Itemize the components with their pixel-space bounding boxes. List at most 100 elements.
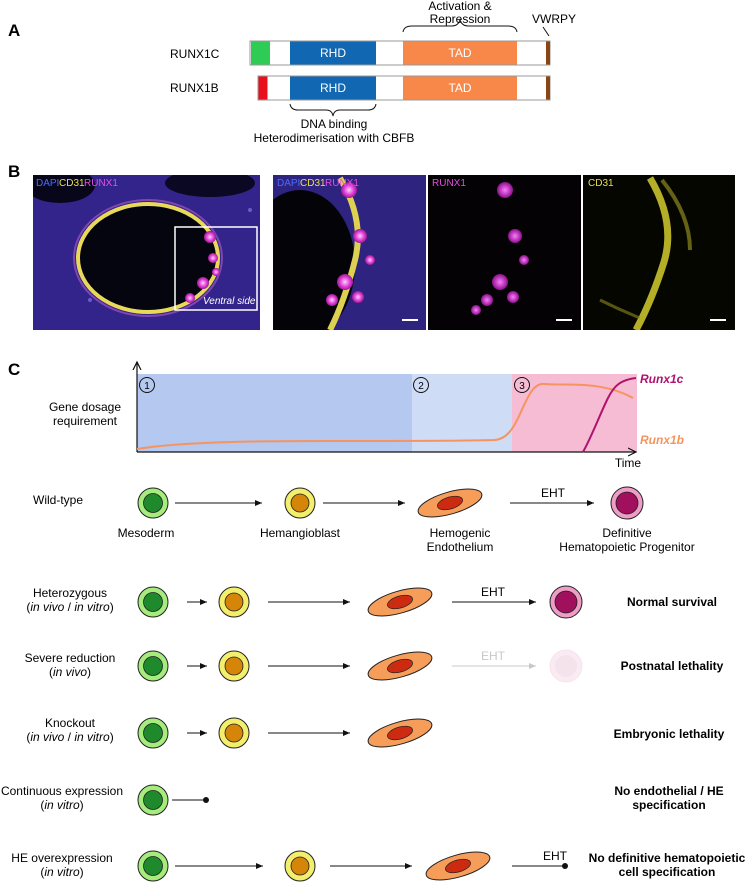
row-condition: (in vivo) [49, 665, 91, 679]
micrograph-merge [273, 175, 426, 330]
protein-name-runx1b: RUNX1B [170, 81, 219, 95]
merge-cd31-label: CD31 [300, 178, 326, 189]
row-condition: (in vitro) [40, 798, 83, 812]
stage-progenitor-label: Hematopoietic Progenitor [559, 540, 694, 554]
hemogenic-endothelium-cell [364, 645, 436, 687]
overview-cd31-label: CD31 [59, 178, 85, 189]
panel-label-b: B [8, 162, 20, 181]
row-condition: (in vitro) [40, 865, 83, 879]
row-severe-reduction: Severe reduction (in vivo) EHT Postnatal… [25, 645, 724, 687]
protein-name-runx1c: RUNX1C [170, 47, 220, 61]
row-label: Continuous expression [1, 784, 123, 798]
tad-domain-runx1b [403, 76, 517, 100]
mesoderm-cell [137, 586, 169, 618]
outcome-label: Postnatal lethality [621, 659, 724, 673]
hematopoietic-progenitor-cell [549, 585, 583, 619]
cd31-channel-label: CD31 [588, 178, 614, 189]
phase-2-number: 2 [418, 381, 424, 392]
hematopoietic-progenitor-cell [610, 486, 644, 520]
micrograph-overview [33, 175, 260, 330]
activation-bracket [402, 18, 518, 33]
stage-mesoderm-label: Mesoderm [118, 526, 175, 540]
mesoderm-cell [137, 650, 169, 682]
mesoderm-cell [137, 717, 169, 749]
eht-label-faint: EHT [481, 649, 506, 663]
runx1b-curve [136, 382, 634, 450]
block-end [562, 863, 568, 869]
ventral-inset-box [174, 226, 258, 311]
activation-label-2: Repression [430, 12, 491, 26]
row-knockout: Knockout (in vivo / in vitro) Embryonic … [26, 712, 725, 754]
phase-1-region [137, 374, 412, 452]
phase-1-number: 1 [144, 381, 150, 392]
phase-3-region [512, 374, 637, 452]
row-label: Heterozygous [33, 586, 107, 600]
rhd-label-runx1b: RHD [320, 81, 346, 95]
runx1-channel-label: RUNX1 [432, 178, 466, 189]
hemangioblast-cell [284, 487, 316, 519]
eht-label: EHT [543, 849, 568, 863]
panel-label-a: A [8, 21, 20, 40]
protein-bar-runx1b [257, 75, 551, 101]
outcome-label-1: No definitive hematopoietic [589, 851, 746, 865]
phase-3-marker [514, 377, 530, 393]
runx1c-curve [582, 377, 637, 453]
nterm-domain-runx1c [251, 41, 270, 65]
mesoderm-cell [137, 850, 169, 882]
hemogenic-endothelium-cell [414, 482, 486, 524]
x-axis-label: Time [615, 456, 642, 470]
activation-label-1: Activation & [428, 0, 491, 13]
tad-domain-runx1c [403, 41, 517, 65]
y-axis-label-2: requirement [53, 414, 118, 428]
rhd-label-runx1c: RHD [320, 46, 346, 60]
row-label: HE overexpression [11, 851, 112, 865]
y-axis-label-1: Gene dosage [49, 400, 121, 414]
hemangioblast-cell [218, 717, 250, 749]
row-label: Knockout [45, 716, 96, 730]
stage-hemogenic-label: Hemogenic [430, 526, 491, 540]
protein-bar-runx1c [249, 40, 551, 66]
rhd-domain-runx1b [290, 76, 376, 100]
block-end [203, 797, 209, 803]
outcome-label-2: cell specification [619, 865, 716, 879]
wt-eht-label: EHT [541, 486, 566, 500]
hemangioblast-cell [218, 650, 250, 682]
overview-runx1-label: RUNX1 [84, 178, 118, 189]
vwrpy-label: VWRPY [532, 12, 576, 26]
hemangioblast-cell [284, 850, 316, 882]
micrograph-cd31 [583, 175, 735, 330]
hemogenic-endothelium-cell [422, 845, 494, 887]
hemangioblast-cell [218, 586, 250, 618]
dna-label-1: DNA binding [301, 117, 368, 131]
eht-label: EHT [481, 585, 506, 599]
mesoderm-cell [137, 487, 169, 519]
vwrpy-domain-runx1c [546, 41, 550, 65]
row-heterozygous: Heterozygous (in vivo / in vitro) EHT No… [26, 581, 717, 623]
ventral-side-label: Ventral side [203, 296, 256, 307]
stage-definitive-label: Definitive [602, 526, 652, 540]
stage-hemangioblast-label: Hemangioblast [260, 526, 341, 540]
row-label: Severe reduction [25, 651, 116, 665]
rhd-domain-runx1c [290, 41, 376, 65]
vwrpy-domain-runx1b [546, 76, 550, 100]
rhd-bracket [289, 103, 377, 117]
outcome-label: Embryonic lethality [614, 727, 725, 741]
overview-dapi-label: DAPI [36, 178, 59, 189]
row-condition: (in vivo / in vitro) [26, 600, 113, 614]
row-he-overexpression: HE overexpression (in vitro) EHT No defi… [11, 845, 746, 887]
outcome-label-2: specification [632, 798, 705, 812]
merge-dapi-label: DAPI [277, 178, 300, 189]
outcome-label: Normal survival [627, 595, 717, 609]
merge-runx1-label: RUNX1 [325, 178, 359, 189]
stage-endothelium-label: Endothelium [427, 540, 494, 554]
hematopoietic-progenitor-cell-faint [549, 649, 583, 683]
hemogenic-endothelium-cell [364, 581, 436, 623]
vwrpy-pointer [542, 26, 550, 37]
tad-label-runx1c: TAD [448, 46, 471, 60]
phase-3-number: 3 [519, 381, 525, 392]
phase-2-marker [413, 377, 429, 393]
mesoderm-cell [137, 784, 169, 816]
micrograph-runx1 [428, 175, 581, 330]
row-continuous-expression: Continuous expression (in vitro) No endo… [1, 784, 724, 816]
